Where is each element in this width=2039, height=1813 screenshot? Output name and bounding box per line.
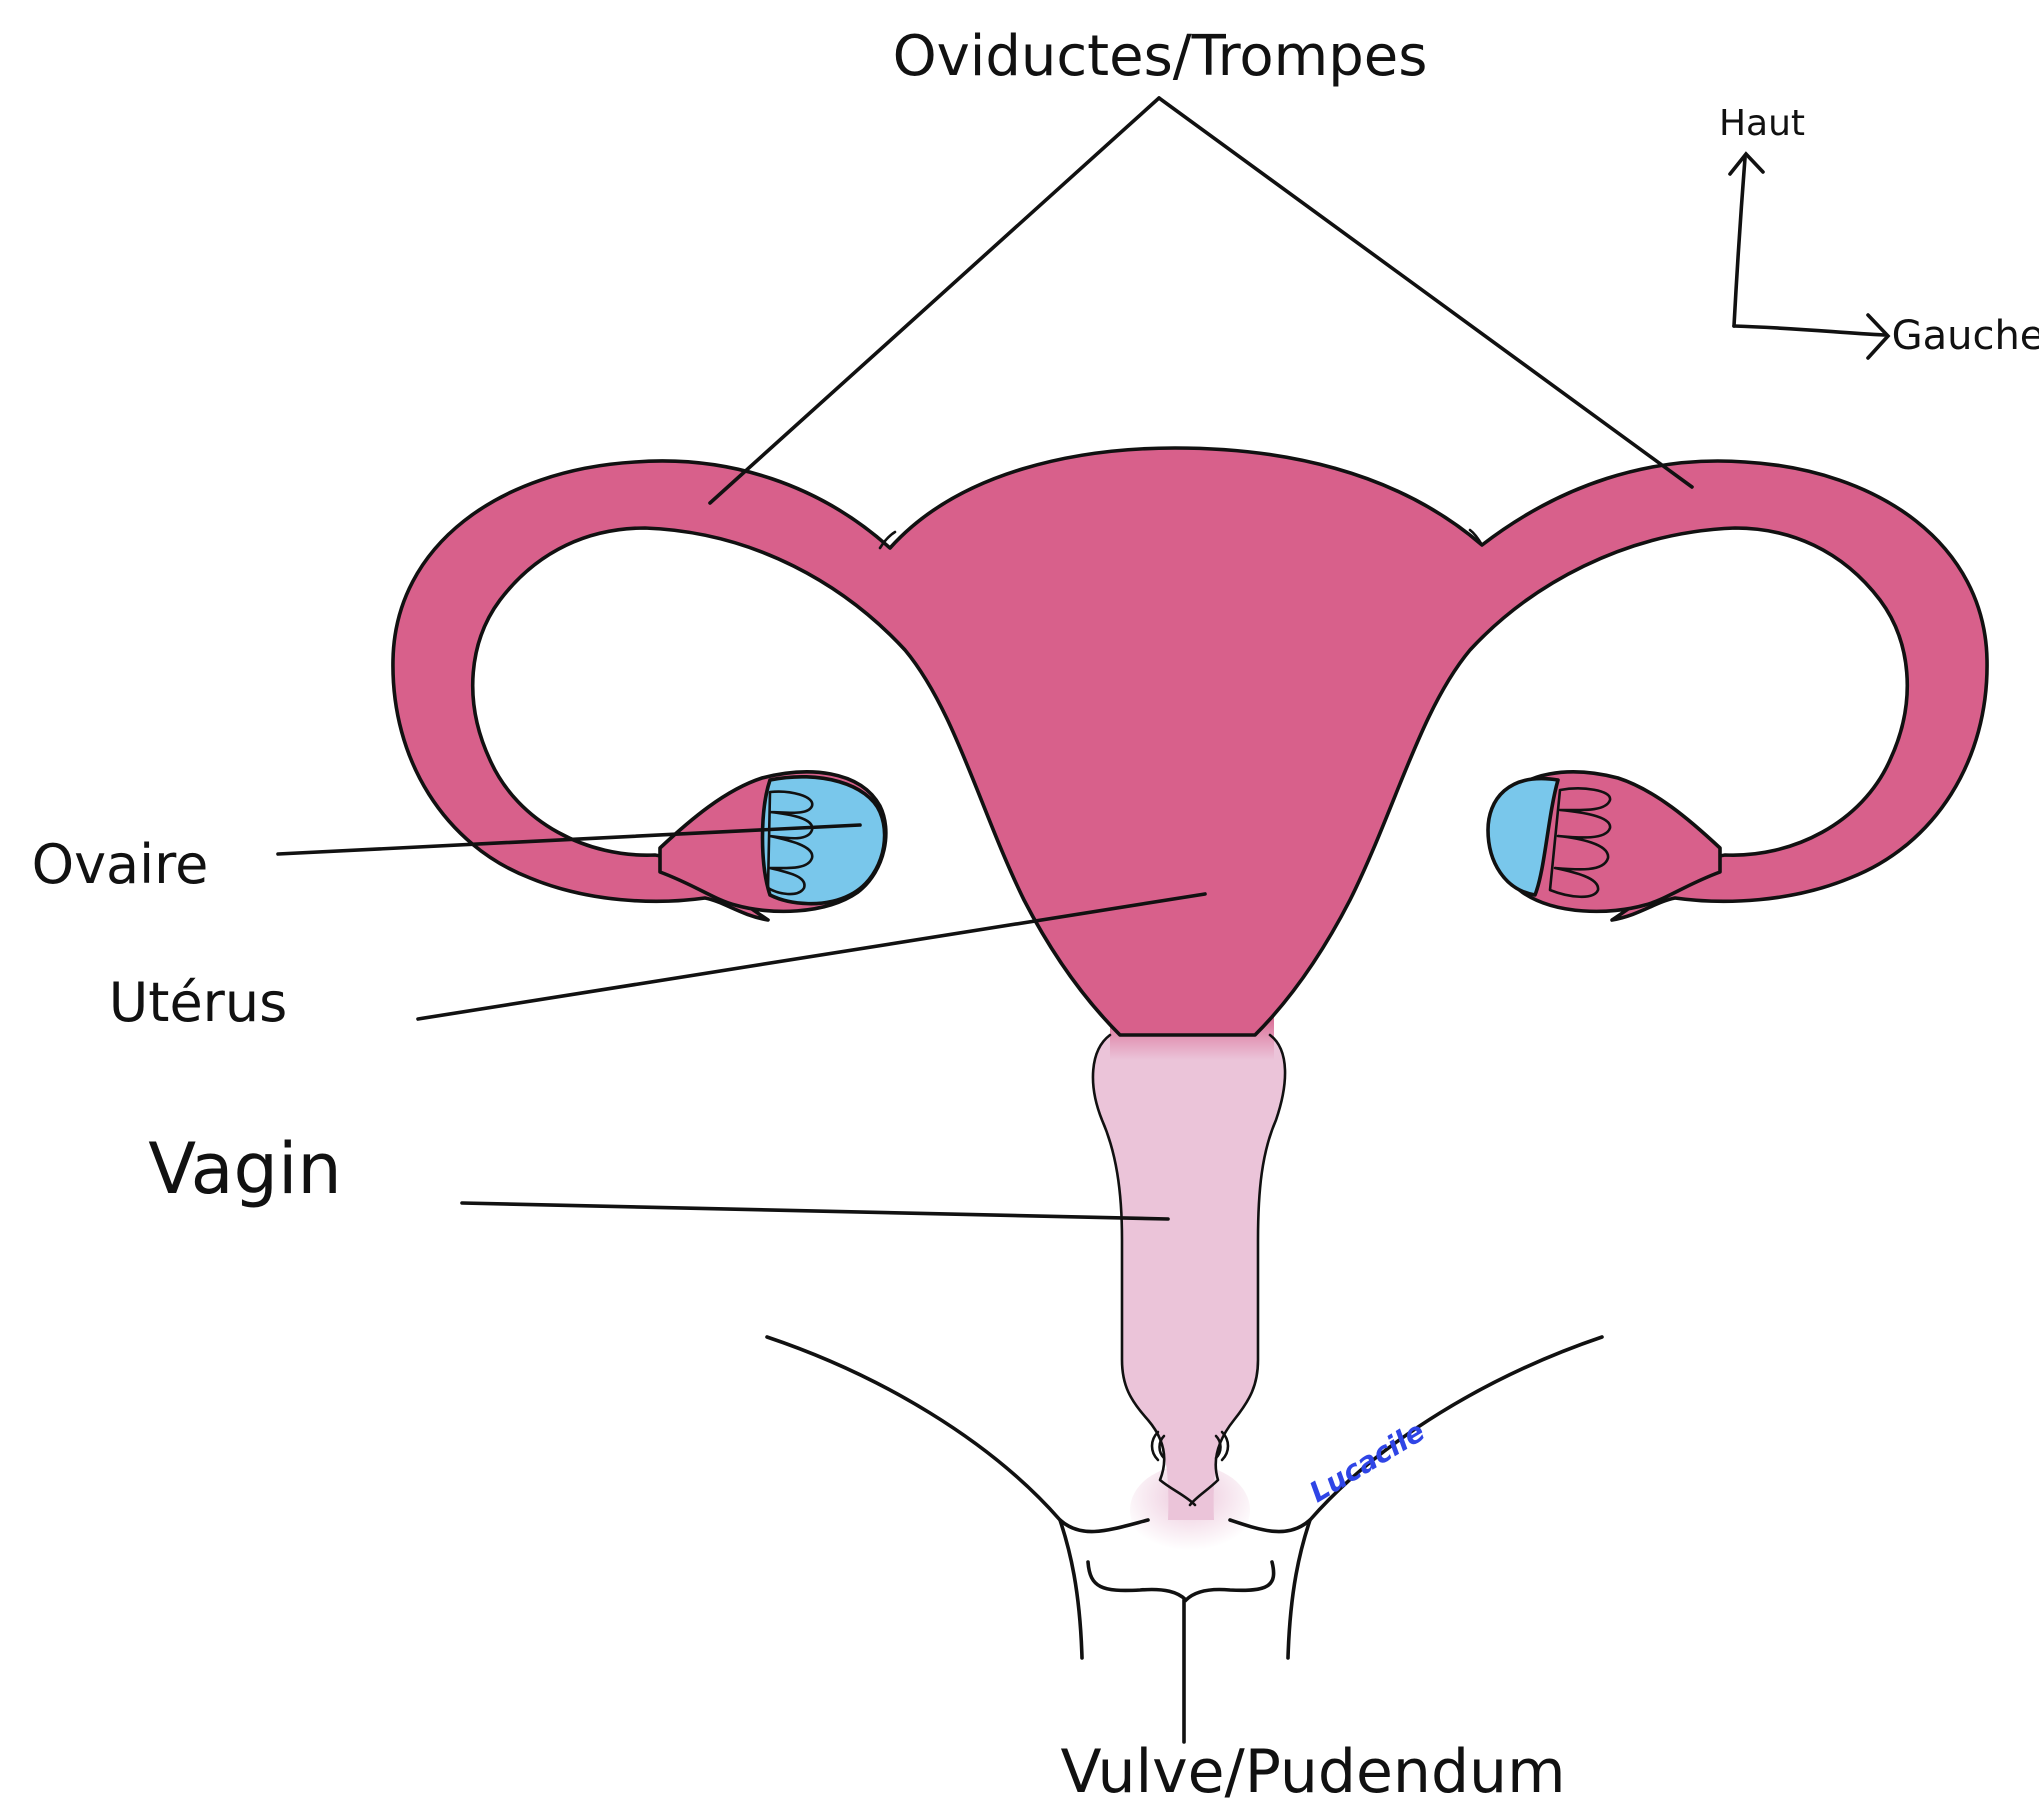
label-haut: Haut	[1719, 103, 1805, 144]
uterus-group	[393, 448, 1987, 1035]
label-vulve: Vulve/Pudendum	[1060, 1737, 1565, 1807]
oviductes-leader-right	[1159, 98, 1692, 487]
up-arrow-line	[1734, 158, 1745, 326]
left-pelvis-curve	[767, 1337, 1148, 1532]
vulva-brace	[1088, 1562, 1274, 1600]
label-ovaire: Ovaire	[32, 833, 209, 896]
label-gauche: Gauche	[1892, 313, 2039, 359]
orientation-indicator	[1730, 154, 1888, 358]
vagin-leader	[462, 1203, 1168, 1219]
label-vagin: Vagin	[148, 1128, 342, 1210]
vagina-group	[1093, 1010, 1285, 1555]
up-arrow-head	[1730, 154, 1763, 174]
right-arrow-head	[1868, 315, 1888, 358]
left-thigh-line	[1060, 1520, 1082, 1658]
label-oviductes: Oviductes/Trompes	[893, 24, 1428, 89]
signature: Lucacile	[1304, 1415, 1431, 1509]
right-thigh-line	[1288, 1520, 1310, 1658]
right-arrow-line	[1734, 326, 1884, 335]
left-ovary-body	[763, 777, 885, 904]
uterus-shape	[393, 448, 1987, 1035]
vulva-glow	[1130, 1465, 1250, 1555]
label-uterus: Utérus	[109, 971, 287, 1034]
oviductes-leader-left	[710, 98, 1159, 503]
